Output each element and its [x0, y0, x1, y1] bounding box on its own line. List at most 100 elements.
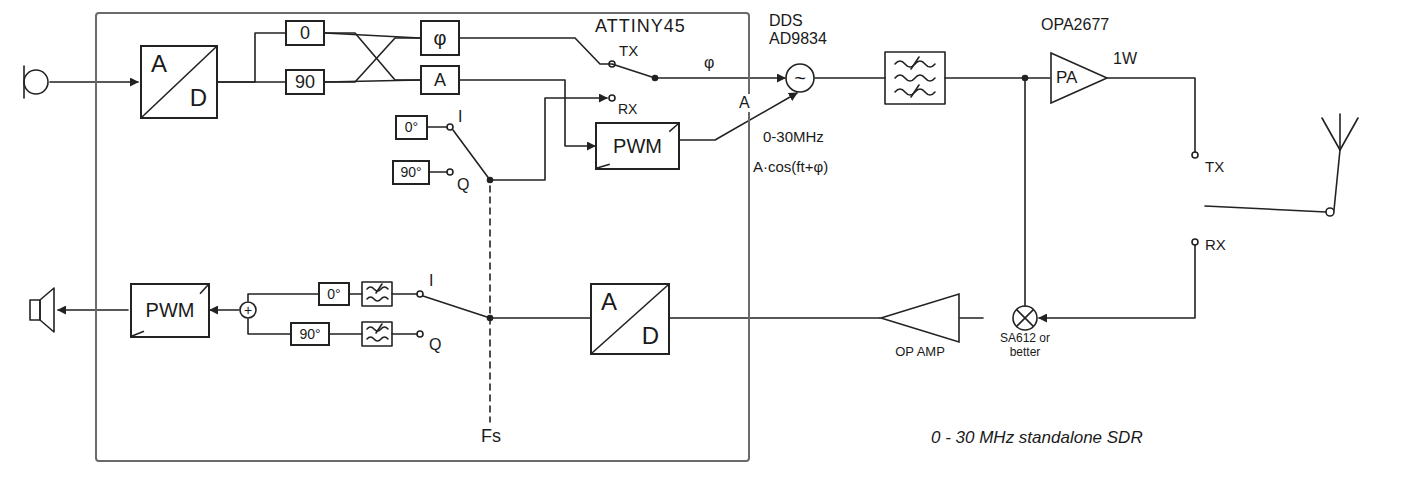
- switch-contact: [609, 95, 615, 101]
- switch-contact: [417, 291, 423, 297]
- filter-symbol: [895, 75, 935, 81]
- antenna-symbol: [1339, 114, 1341, 150]
- signal-name: I: [428, 272, 434, 290]
- shape-outline: [132, 285, 208, 336]
- filter-symbol: [376, 284, 382, 293]
- filter-symbol: [376, 324, 382, 333]
- divider-line: [592, 285, 668, 353]
- block-symbol: φ: [434, 27, 447, 50]
- microphone-symbol: [24, 70, 48, 94]
- signal-connector: [670, 317, 880, 319]
- divider-line: [142, 47, 216, 117]
- label-holder: 0-30MHz: [762, 128, 825, 145]
- block-symbol: A: [601, 288, 668, 316]
- block-symbol: PWM: [613, 135, 662, 158]
- signal-wire: [392, 333, 417, 335]
- label-holder: Fs: [480, 426, 502, 447]
- bandpass-filter: [885, 52, 945, 104]
- block-symbol: A: [151, 50, 216, 78]
- switch-contact: [447, 124, 453, 130]
- switch-contact: [447, 169, 453, 175]
- block-symbol: 90°: [400, 164, 421, 180]
- switch-pivot: [1326, 208, 1334, 216]
- signal-connector: [210, 309, 239, 311]
- shape-outline: [592, 285, 668, 353]
- pwm-box: PWM: [130, 283, 210, 338]
- filter-symbol: [367, 297, 388, 301]
- signal-wire: [430, 171, 447, 173]
- antenna-symbol: [1334, 150, 1340, 210]
- phase-box: 90: [285, 69, 325, 95]
- adc-box: AD: [590, 283, 670, 355]
- pwm-box: PWM: [595, 122, 680, 170]
- signal-wire: [50, 81, 138, 83]
- signal-wire: [945, 77, 1050, 79]
- signal-name: Q: [456, 176, 470, 194]
- signal-wire: [490, 317, 590, 319]
- part-name: OPA2677: [1040, 16, 1110, 34]
- part-name: SA612 or better: [983, 332, 1067, 360]
- switch-label: RX: [617, 101, 638, 117]
- signal-name: φ: [703, 54, 715, 72]
- phase-box: 90°: [392, 160, 430, 185]
- signal-connector: [460, 38, 785, 78]
- block-symbol: 0°: [327, 286, 340, 302]
- signal-wire: [490, 98, 607, 180]
- shape-outline: [1013, 306, 1037, 330]
- block-symbol: PWM: [146, 299, 195, 322]
- switch-label: TX: [1204, 158, 1225, 175]
- block-symbol: PA: [1056, 68, 1077, 88]
- switch-contact: [1192, 239, 1198, 245]
- phase-box: φ: [420, 20, 460, 56]
- part-name: OP AMP: [880, 345, 960, 360]
- label-holder: TX: [1204, 158, 1225, 175]
- divider-line: [132, 331, 144, 336]
- label-holder: RX: [617, 101, 638, 117]
- frequency-range: 0-30MHz: [762, 128, 825, 145]
- block-symbol: 0°: [405, 119, 418, 135]
- label-holder: TX: [618, 42, 639, 59]
- filter-symbol: [911, 57, 919, 69]
- signal-name: I: [457, 108, 463, 126]
- switch-arm: [453, 130, 490, 180]
- switch-arm: [1205, 206, 1326, 212]
- shape-outline: [1051, 53, 1107, 103]
- divider-line: [597, 164, 610, 168]
- signal-wire: [815, 77, 885, 79]
- signal-wire: [58, 309, 128, 311]
- signal-wire: [350, 293, 362, 295]
- triangle-outline: [1051, 53, 1107, 103]
- phase-box: 90°: [290, 322, 330, 346]
- divider-line: [200, 285, 208, 294]
- label-holder: Q: [456, 176, 470, 194]
- antenna-symbol: [1340, 118, 1358, 150]
- lowpass-filter: [362, 322, 392, 346]
- shape-outline: [881, 294, 959, 342]
- signal-connector: [218, 33, 285, 82]
- gang-link: [489, 186, 491, 422]
- signal-name: Fs: [480, 426, 502, 447]
- power-rating: 1W: [1112, 50, 1138, 68]
- label-holder: RX: [1204, 236, 1227, 253]
- phase-box: 0°: [395, 115, 428, 140]
- mcu-region: AD090φA0°90°PWM0°90°PWMAD+ATTINY45: [95, 12, 750, 462]
- speaker-symbol: [40, 288, 54, 332]
- diagram-caption: 0 - 30 MHz standalone SDR: [930, 428, 1144, 448]
- signal-connector: [325, 38, 420, 82]
- label-holder: I: [457, 108, 463, 126]
- triangle-outline: [881, 294, 959, 342]
- oscillator-circle: ~: [785, 63, 815, 93]
- signal-wire: [428, 126, 447, 128]
- signal-wire: [1024, 78, 1026, 306]
- switch-contact: [417, 331, 423, 337]
- amplifier-triangle: OP AMP: [880, 293, 960, 368]
- caption-holder: 0 - 30 MHz standalone SDR: [930, 428, 1144, 448]
- label-holder: Q: [428, 336, 442, 354]
- filter-symbol: [911, 85, 919, 97]
- mixer-cross: [1017, 310, 1034, 327]
- label-holder: A·cos(ft+φ): [752, 158, 829, 175]
- label-holder: 1W: [1112, 50, 1138, 68]
- switch-arm: [423, 296, 490, 318]
- signal-wire: [392, 293, 417, 295]
